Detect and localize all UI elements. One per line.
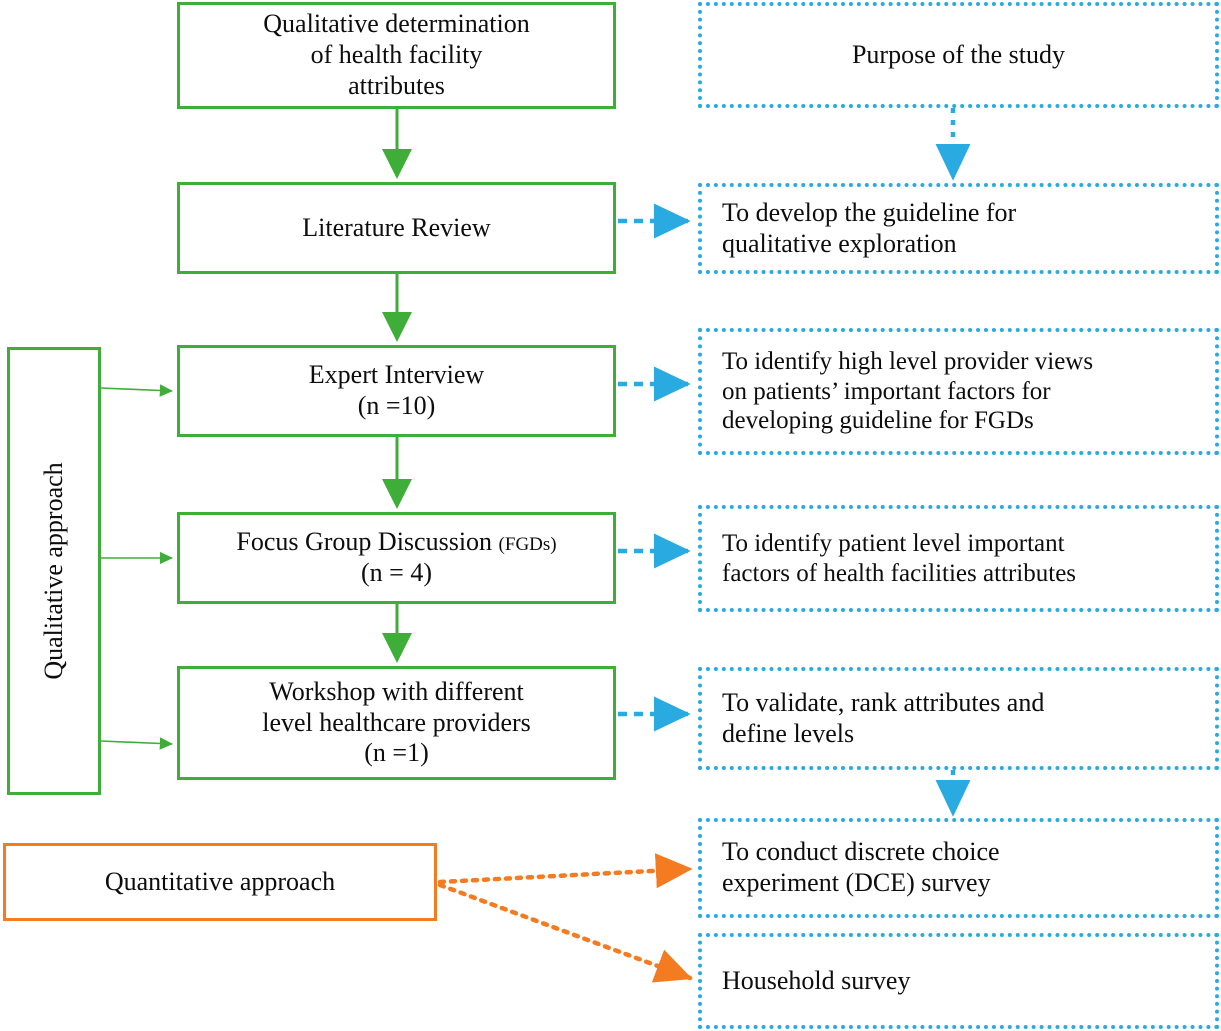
- connector-qualitative-to-expert: [100, 384, 173, 397]
- purpose-box-household-survey: Household survey: [698, 933, 1219, 1029]
- orange-quantitative-connectors: [437, 853, 693, 983]
- connector-quantitative-to-household: [437, 882, 693, 983]
- process-line: Workshop with different: [269, 676, 524, 706]
- qualitative-approach-box: Qualitative approach: [7, 347, 101, 795]
- purpose-box-identify-provider-views: To identify high level provider views on…: [698, 328, 1219, 455]
- cyan-purpose-connectors: [618, 203, 691, 732]
- purpose-box-develop-guideline: To develop the guideline for qualitative…: [698, 183, 1219, 274]
- purpose-line: factors of health facilities attributes: [722, 559, 1077, 587]
- purpose-line: To identify patient level important: [722, 530, 1065, 557]
- purpose-line: qualitative exploration: [722, 228, 957, 258]
- qualitative-bracket-connectors: [100, 384, 173, 750]
- purpose-line: To validate, rank attributes and: [722, 687, 1045, 717]
- process-line-main: Focus Group Discussion: [236, 527, 493, 557]
- process-line: Focus Group Discussion (FGDs): [180, 527, 613, 558]
- process-box-focus-group-discussion: Focus Group Discussion (FGDs) (n = 4): [177, 512, 616, 604]
- process-box-literature-review: Literature Review: [177, 182, 616, 274]
- process-box-qualitative-determination: Qualitative determination of health faci…: [177, 2, 616, 109]
- process-line: (n =10): [357, 391, 436, 420]
- purpose-line: developing guideline for FGDs: [722, 407, 1034, 435]
- process-line: (n =1): [364, 738, 429, 768]
- connector-quantitative-to-dce: [437, 853, 693, 889]
- purpose-line: To develop the guideline for: [722, 197, 1017, 227]
- purpose-box-purpose-of-study: Purpose of the study: [698, 2, 1219, 108]
- process-line: Expert Interview: [308, 360, 485, 390]
- purpose-line: Purpose of the study: [851, 39, 1066, 69]
- purpose-box-validate-rank-attributes: To validate, rank attributes and define …: [698, 667, 1219, 770]
- purpose-line: define levels: [722, 718, 855, 748]
- purpose-box-identify-patient-factors: To identify patient level important fact…: [698, 505, 1219, 612]
- process-box-workshop: Workshop with different level healthcare…: [177, 666, 616, 780]
- connector-qualitative-to-workshop: [100, 737, 173, 750]
- process-line: (n = 4): [361, 558, 432, 587]
- process-line: Qualitative determination: [263, 9, 530, 39]
- process-line: of health facility: [310, 40, 483, 70]
- purpose-box-conduct-dce-survey: To conduct discrete choice experiment (D…: [698, 818, 1219, 918]
- process-line: Literature Review: [302, 212, 491, 242]
- qualitative-approach-label: Qualitative approach: [39, 462, 68, 680]
- process-box-expert-interview: Expert Interview (n =10): [177, 345, 616, 437]
- purpose-line: To identify high level provider views: [722, 348, 1094, 376]
- purpose-line: on patients’ important factors for: [722, 377, 1051, 405]
- quantitative-approach-label: Quantitative approach: [104, 866, 336, 896]
- process-line: level healthcare providers: [262, 707, 531, 737]
- purpose-line: experiment (DCE) survey: [722, 868, 991, 897]
- purpose-line: Household survey: [722, 965, 911, 995]
- process-line-abbrev: (FGDs): [498, 534, 557, 556]
- process-line: attributes: [348, 70, 445, 100]
- quantitative-approach-box: Quantitative approach: [3, 843, 437, 921]
- purpose-line: To conduct discrete choice: [722, 837, 1000, 867]
